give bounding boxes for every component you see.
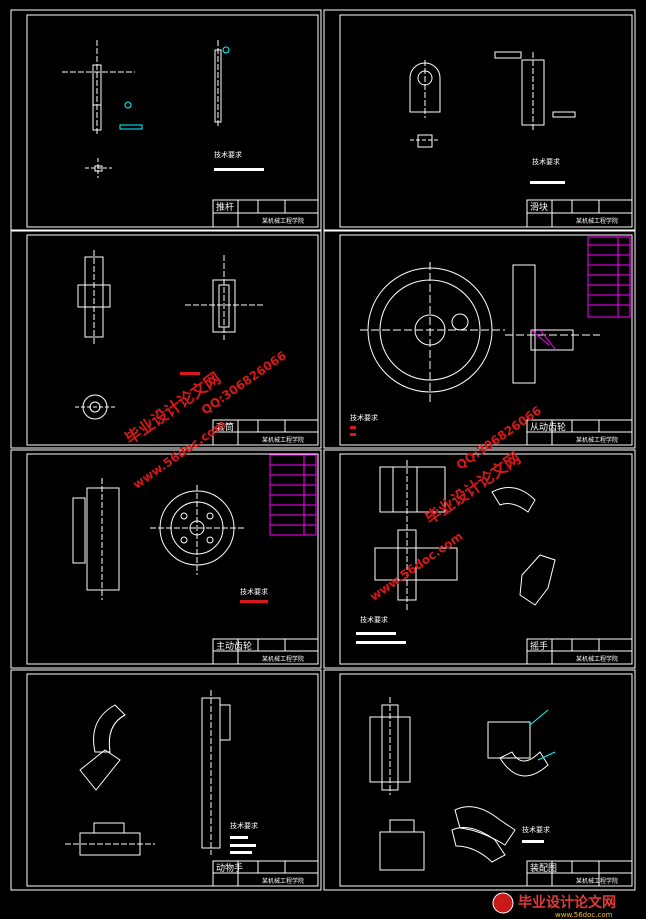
notes-heading-1: 技术要求 (214, 150, 242, 159)
panel-frame-5 (10, 449, 322, 669)
panel-frame-7 (10, 669, 322, 891)
footer-logo-area: 毕业设计论文网 www.56doc.com (492, 892, 616, 919)
sheet-title-5: 主动齿轮 (216, 640, 252, 652)
sheet-title-7: 动物手 (216, 862, 243, 874)
sheet-title-3: 套筒 (216, 421, 234, 433)
notes-heading-6: 技术要求 (360, 615, 388, 624)
footer-brand: 毕业设计论文网 (518, 894, 616, 911)
footer-logo-icon (492, 892, 514, 914)
panel-frame-4 (323, 230, 636, 449)
sheet-school-5: 某机械工程学院 (262, 655, 304, 663)
sheet-school-7: 某机械工程学院 (262, 877, 304, 885)
sheet-title-4: 从动齿轮 (530, 421, 566, 433)
notes-heading-8: 技术要求 (522, 825, 550, 834)
sheet-school-1: 某机械工程学院 (262, 217, 304, 225)
notes-heading-5: 技术要求 (240, 587, 268, 596)
panel-frame-2 (323, 9, 636, 231)
panel-frame-6 (323, 449, 636, 669)
sheet-school-8: 某机械工程学院 (576, 877, 618, 885)
panel-frame-3 (10, 230, 322, 449)
notes-heading-2: 技术要求 (532, 157, 560, 166)
sheet-school-2: 某机械工程学院 (576, 217, 618, 225)
footer-url: www.56doc.com (555, 911, 613, 919)
sheet-school-4: 某机械工程学院 (576, 436, 618, 444)
sheet-title-6: 摇手 (530, 640, 548, 652)
sheet-title-8: 装配图 (530, 862, 557, 874)
sheet-school-3: 某机械工程学院 (262, 436, 304, 444)
sheet-title-1: 推杆 (216, 201, 234, 213)
sheet-school-6: 某机械工程学院 (576, 655, 618, 663)
notes-heading-7: 技术要求 (230, 821, 258, 830)
notes-heading-4: 技术要求 (350, 413, 378, 422)
panel-frame-1 (10, 9, 322, 231)
sheet-title-2: 滑块 (530, 201, 548, 213)
panel-frame-8 (323, 669, 636, 891)
